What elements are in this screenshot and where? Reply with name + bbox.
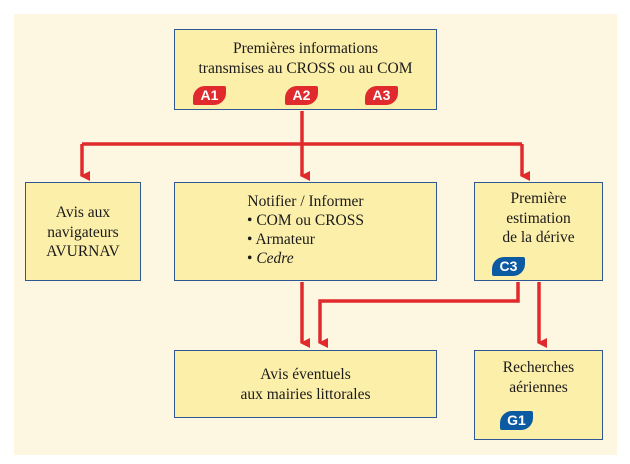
avurnav-line-3: AVURNAV [46,243,120,260]
drift-line-1: Première [510,190,567,207]
bullet-1: • [247,212,253,229]
badge-a3: A3 [365,86,398,105]
notify-title: Notifier / Informer [247,193,364,210]
notify-item-1: • COM ou CROSS [247,211,364,231]
notify-item-3: • Cedre [247,249,294,269]
drift-box: Première estimation de la dérive C3 [474,182,603,281]
air-search-line-1: Recherches [502,359,575,376]
avurnav-line-2: navigateurs [47,223,119,241]
air-search-line-2: aériennes [509,378,568,396]
first-info-line-2: transmises au CROSS ou au COM [198,59,413,77]
notify-box: Notifier / Informer • COM ou CROSS • Arm… [174,182,437,281]
mayors-line-1: Avis éventuels [260,366,351,383]
arrow-drift-to-mayors [318,282,520,348]
badge-g1: G1 [500,411,533,430]
bullet-3: • [247,250,253,267]
drift-line-3: de la dérive [502,229,575,246]
notify-item-2: • Armateur [247,230,315,250]
badge-c3: C3 [492,257,525,276]
first-info-box: Premières informations transmises au CRO… [174,29,437,110]
avurnav-line-1: Avis aux [55,204,111,221]
mayors-line-2: aux mairies littorales [240,385,371,403]
badge-a1: A1 [193,86,226,105]
air-search-box: Recherches aériennes G1 [474,350,603,440]
badge-a2: A2 [285,86,318,105]
avurnav-box: Avis aux navigateurs AVURNAV [25,182,141,281]
drift-line-2: estimation [506,209,571,227]
bullet-2: • [247,231,253,248]
notify-item-2-text: Armateur [255,231,315,248]
notify-item-1-text: COM ou CROSS [256,212,364,229]
notify-item-3-text: Cedre [256,250,294,267]
mayors-box: Avis éventuels aux mairies littorales [174,350,437,418]
first-info-line-1: Premières informations [232,40,379,57]
